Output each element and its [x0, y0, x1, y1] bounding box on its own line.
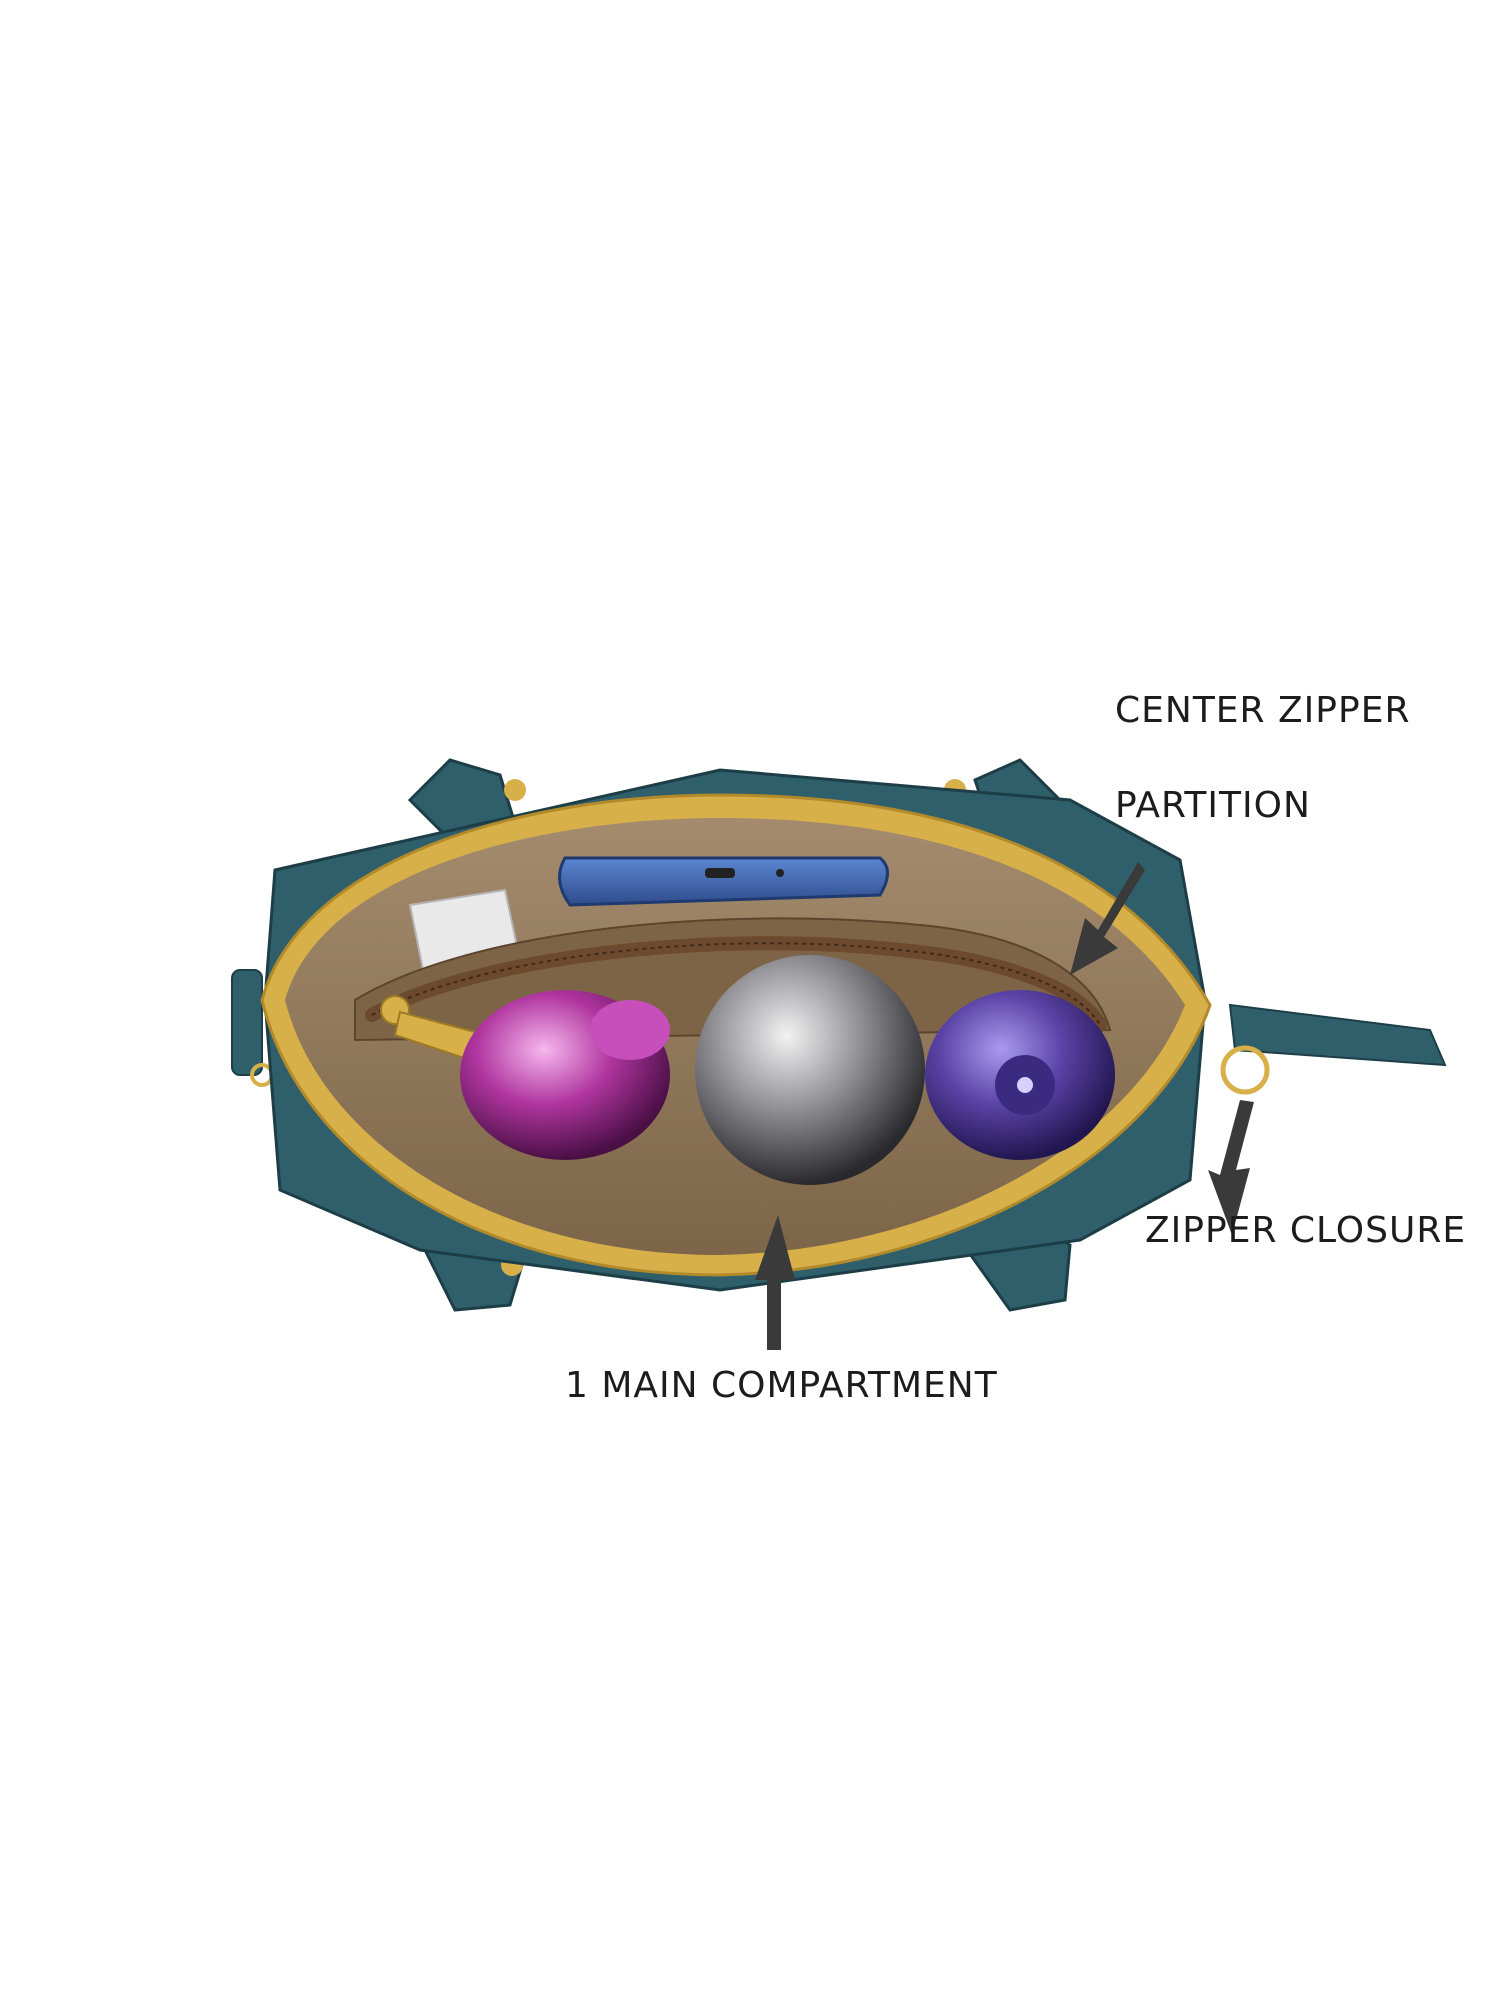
d-ring-right: [1220, 1045, 1270, 1095]
phone: [558, 856, 889, 907]
side-tab-left: [231, 969, 263, 1076]
annotation-partition: PARTITION: [1115, 785, 1311, 826]
annotation-zipper-closure: ZIPPER CLOSURE: [1145, 1210, 1467, 1251]
perfume-bottle-magenta: [460, 990, 670, 1160]
rivet-tl: [504, 779, 526, 801]
arrow-icon: [1070, 862, 1145, 975]
arrow-icon: [755, 1215, 795, 1350]
annotation-main-compartment: 1 MAIN COMPARTMENT: [565, 1365, 998, 1406]
annotation-center-zipper: CENTER ZIPPER: [1115, 690, 1411, 731]
perfume-bottle-silver: [695, 955, 925, 1185]
arrow-icon: [1208, 1100, 1254, 1235]
side-strap-right: [1228, 1003, 1447, 1067]
perfume-bottle-purple: [925, 990, 1115, 1160]
